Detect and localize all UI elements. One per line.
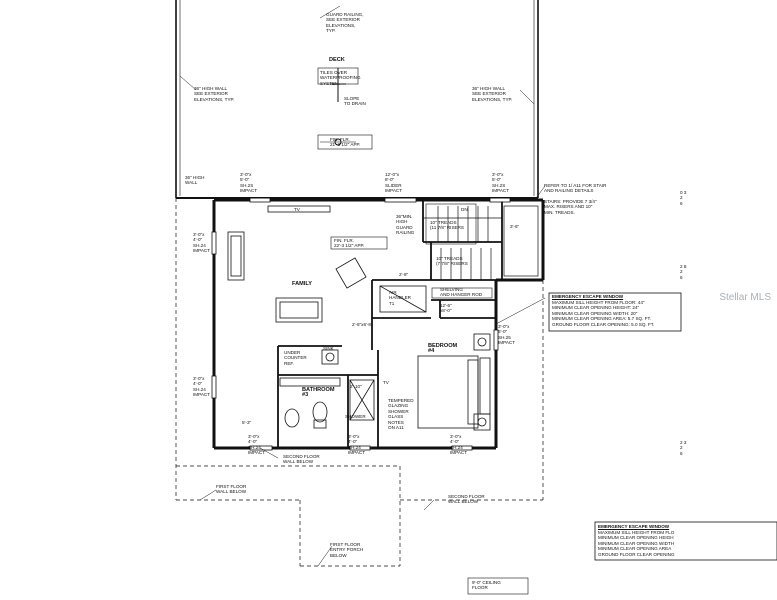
tiles-note: TILES OVER WATERPROOFING SYSTEM. bbox=[320, 70, 361, 86]
window-bottom-1: 3'-0"x 4'-0" SH.24 IMPACT bbox=[248, 434, 266, 456]
down-label: DN. bbox=[461, 207, 469, 212]
ceiling-note: 9'-0" CEILING FLOOR bbox=[472, 580, 501, 591]
bedroom-label: BEDROOM #4 bbox=[428, 343, 458, 355]
treads-upper: 10" TREADS (11 7/8" RISERS bbox=[430, 220, 464, 231]
deck-label: DECK bbox=[329, 57, 345, 63]
stairs-note: STAIRS: PROVIDE 7 3/4" MAX. RISERS AND 1… bbox=[544, 199, 597, 215]
family-room-label: FAMILY bbox=[292, 281, 312, 287]
door-2-6: 2'-6"x6'-8" bbox=[352, 322, 373, 327]
wall-windows bbox=[211, 197, 511, 451]
slope-note: SLOPE TO DRAIN bbox=[344, 96, 366, 107]
guard-railing-label: 36"MIN. HIGH GUARD RAILING bbox=[396, 214, 415, 236]
tempered-glazing-note: TEMPERED GLAZING SHOWER GLASS NOTES ON A… bbox=[388, 398, 414, 431]
emergency2-title: EMERGENCY ESCAPE WINDOW bbox=[598, 524, 670, 529]
family-floor-level: FIN. FLR. 22'-3 1/2" APP. bbox=[334, 238, 365, 249]
stair-reference: REFER TO 1/ A11 FOR STAIR AND RAILING DE… bbox=[544, 183, 607, 194]
wall-left-note: 36" HIGH WALL SEE EXTERIOR ELEVATIONS, T… bbox=[194, 86, 235, 102]
guard-railing-note: GUARD RAILING, SEE EXTERIOR ELEVATIONS, … bbox=[326, 12, 364, 34]
shower-label: SHOWER bbox=[345, 414, 366, 419]
window-bottom-2: 3'-0"x 4'-0" SH.24 IMPACT bbox=[348, 434, 366, 456]
leader-lines bbox=[179, 5, 546, 567]
emergency-note-box-2 bbox=[594, 521, 777, 561]
deck-outline bbox=[175, 0, 539, 199]
interior-walls bbox=[277, 200, 503, 448]
deck-floor-level: FIN. FLR. 21'-3 1/2" APP. bbox=[330, 137, 361, 148]
margin-mark-3: 2 3 2 6 bbox=[680, 440, 687, 456]
dimension-2-10: 2'-10" bbox=[350, 384, 362, 389]
high-wall-note: 36" HIGH WALL bbox=[185, 175, 205, 186]
treads-lower: 10" TREADS (7 7/8" RISERS bbox=[436, 256, 468, 267]
emergency-body: MAXIMUM SILL HEIGHT FROM FLOOR: 44" MINI… bbox=[552, 300, 655, 327]
second-floor-wall-2: SECOND FLOOR WALL BELOW bbox=[448, 494, 485, 505]
dimension-3-6: 3'-6" bbox=[510, 224, 520, 229]
tv-label-top: TV bbox=[294, 207, 300, 212]
emergency-title: EMERGENCY ESCAPE WINDOW bbox=[552, 294, 624, 299]
margin-mark-2: 2 8 2 6 bbox=[680, 264, 687, 280]
ceiling-note-box bbox=[467, 577, 529, 595]
dashed-lines bbox=[175, 198, 544, 567]
dimension-5-3: 5'-3" bbox=[242, 420, 252, 425]
window-bedroom-right: 3'-0"x 5'-0" SH.25 IMPACT bbox=[498, 324, 516, 346]
slider-door: 12'-0"x 8'-0" SLIDER IMPACT bbox=[385, 172, 403, 194]
window-bottom-3: 3'-0"x 4'-0" SH.24 IMPACT bbox=[450, 434, 468, 456]
furniture bbox=[227, 205, 491, 431]
margin-mark-1: 0 3 2 6 bbox=[680, 190, 687, 206]
dimension-12-6: 12'-6" x8'-0" bbox=[440, 303, 452, 314]
emergency2-body: MAXIMUM SILL HEIGHT FROM FLO MINIMUM CLE… bbox=[598, 530, 675, 557]
tv-label-bedroom: TV bbox=[383, 380, 389, 385]
stair-treads bbox=[423, 205, 539, 280]
wall-right-note: 36" HIGH WALL SEE EXTERIOR ELEVATIONS, T… bbox=[472, 86, 513, 102]
bathroom-label: BATHROOM #3 bbox=[302, 387, 335, 399]
emergency-note-box bbox=[548, 292, 682, 332]
shelving-label: SHELVING AND HANGER ROD bbox=[440, 287, 483, 298]
mls-watermark: Stellar MLS bbox=[719, 292, 771, 303]
second-floor-wall-1: SECOND FLOOR WALL BELOW bbox=[283, 454, 320, 465]
air-handler-label: AIR HANDLER T1 bbox=[389, 290, 411, 306]
window-left-lower: 3'-0"x 4'-0" SH.24 IMPACT bbox=[193, 376, 211, 398]
entry-porch-note: FIRST FLOOR ENTRY PORCH BELOW bbox=[330, 542, 364, 558]
under-counter-label: UNDER COUNTER REF. bbox=[284, 350, 307, 366]
window-family-left: 3'-0"x 4'-0" SH.24 IMPACT bbox=[193, 232, 211, 254]
dimension-2-8: 2'-8" bbox=[399, 272, 409, 277]
window-top-right: 3'-0"x 5'-0" SH.2S IMPACT bbox=[492, 172, 510, 194]
window-top-left: 3'-0"x 5'-0" SH.2S IMPACT bbox=[240, 172, 258, 194]
sink-label: SINK bbox=[323, 346, 334, 351]
first-floor-wall: FIRST FLOOR WALL BELOW bbox=[216, 484, 247, 495]
